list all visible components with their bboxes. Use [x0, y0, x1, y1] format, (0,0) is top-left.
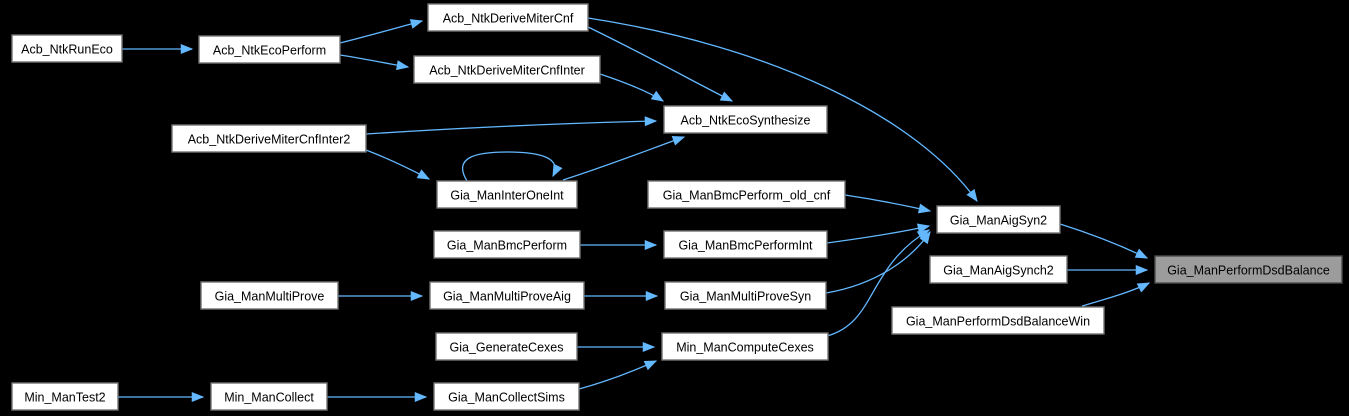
edge-gia-manaigsyn2-to-gia-manperformdsdbalance: [1059, 223, 1149, 259]
edge-acb-ntkderivemitercnf-to-gia-manaigsyn2: [587, 17, 978, 203]
node-label: Acb_NtkEcoPerform: [213, 44, 326, 58]
node-label: Gia_ManAigSynch2: [943, 264, 1054, 278]
edge-gia-maninteroneint-to-acb-ntkecosynthesize: [562, 136, 686, 181]
node-box: [171, 124, 367, 153]
node-gia-generatecexes[interactable]: Gia_GenerateCexes: [435, 332, 578, 361]
edge-gia-manperformdsdbalancewin-to-gia-manperformdsdbalance: [1081, 282, 1151, 307]
node-label: Min_ManTest2: [24, 391, 105, 405]
edges-layer: [118, 17, 1151, 402]
node-gia-manmultiprovesyn[interactable]: Gia_ManMultiProveSyn: [664, 281, 827, 310]
node-label: Gia_ManBmcPerform_old_cnf: [663, 189, 831, 203]
node-box: [200, 281, 339, 310]
edge-gia-manbmcperform-old-cnf-to-gia-manaigsyn2: [844, 194, 932, 214]
node-label: Acb_NtkDeriveMiterCnfInter: [429, 64, 585, 78]
node-box: [647, 180, 846, 209]
node-acb-ntkruneco[interactable]: Acb_NtkRunEco: [11, 34, 123, 63]
node-box: [661, 332, 829, 361]
node-gia-manmultiprove[interactable]: Gia_ManMultiProve: [200, 281, 339, 310]
node-label: Gia_ManMultiProveSyn: [680, 290, 811, 304]
edge-gia-manbmcperformint-to-gia-manaigsyn2: [826, 223, 931, 244]
node-label: Gia_ManInterOneInt: [450, 189, 564, 203]
node-label: Gia_ManBmcPerform: [447, 239, 567, 253]
node-gia-manperformdsdbalance: Gia_ManPerformDsdBalance: [1154, 255, 1343, 284]
node-gia-manaigsynch2[interactable]: Gia_ManAigSynch2: [929, 255, 1068, 284]
node-acb-ntkderivemitercnfinter2[interactable]: Acb_NtkDeriveMiterCnfInter2: [171, 124, 367, 153]
node-acb-ntkecosynthesize[interactable]: Acb_NtkEcoSynthesize: [663, 105, 828, 134]
edge-acb-ntkecoperform-to-acb-ntkderivemitercnfinter: [339, 54, 410, 71]
node-gia-manbmcperform[interactable]: Gia_ManBmcPerform: [433, 230, 581, 259]
node-box: [436, 180, 578, 209]
node-box: [936, 205, 1061, 234]
node-gia-manbmcperformint[interactable]: Gia_ManBmcPerformInt: [663, 230, 828, 259]
node-gia-maninteroneint[interactable]: Gia_ManInterOneInt: [436, 180, 578, 209]
node-box: [663, 230, 828, 259]
node-box: [210, 382, 328, 411]
edge-acb-ntkecoperform-to-acb-ntkderivemitercnf: [339, 19, 424, 44]
node-label: Gia_ManPerformDsdBalanceWin: [906, 315, 1090, 329]
edge-acb-ntkderivemitercnf-to-acb-ntkecosynthesize: [587, 26, 734, 102]
edge-acb-ntkderivemitercnfinter2-to-gia-maninteroneint: [365, 149, 431, 180]
edge-acb-ntkderivemitercnfinter-to-acb-ntkecosynthesize: [599, 73, 665, 102]
node-label: Gia_ManAigSyn2: [950, 214, 1047, 228]
node-box: [427, 3, 589, 32]
node-box: [1154, 255, 1343, 284]
node-label: Gia_ManPerformDsdBalance: [1167, 264, 1330, 278]
edge-min-mancomputecexes-to-gia-manaigsyn2: [826, 229, 931, 337]
node-box: [664, 281, 827, 310]
node-box: [929, 255, 1068, 284]
node-acb-ntkecoperform[interactable]: Acb_NtkEcoPerform: [198, 35, 341, 64]
node-label: Acb_NtkEcoSynthesize: [681, 114, 811, 128]
node-label: Gia_ManBmcPerformInt: [678, 239, 813, 253]
node-label: Acb_NtkDeriveMiterCnf: [443, 12, 574, 26]
node-gia-manbmcperform-old-cnf[interactable]: Gia_ManBmcPerform_old_cnf: [647, 180, 846, 209]
node-box: [433, 230, 581, 259]
node-label: Gia_GenerateCexes: [450, 341, 564, 355]
node-box: [891, 306, 1105, 335]
node-box: [413, 55, 601, 84]
node-min-mancomputecexes[interactable]: Min_ManComputeCexes: [661, 332, 829, 361]
edge-acb-ntkderivemitercnfinter2-to-acb-ntkecosynthesize: [365, 116, 658, 135]
node-gia-manperformdsdbalancewin[interactable]: Gia_ManPerformDsdBalanceWin: [891, 306, 1105, 335]
edge-gia-mancollectsims-to-min-mancomputecexes: [578, 360, 658, 390]
edge-gia-manmultiprovesyn-to-gia-manaigsyn2: [825, 230, 931, 294]
node-label: Gia_ManCollectSims: [448, 391, 565, 405]
node-label: Acb_NtkRunEco: [21, 43, 113, 57]
node-box: [663, 105, 828, 134]
node-box: [198, 35, 341, 64]
node-gia-manmultiproveaig[interactable]: Gia_ManMultiProveAig: [429, 281, 585, 310]
edge-gia-maninteroneint-to-gia-maninteroneint: [461, 151, 563, 182]
node-label: Acb_NtkDeriveMiterCnfInter2: [188, 133, 351, 147]
node-min-mancollect[interactable]: Min_ManCollect: [210, 382, 328, 411]
node-box: [429, 281, 585, 310]
node-min-mantest2[interactable]: Min_ManTest2: [11, 382, 119, 411]
node-box: [433, 382, 580, 411]
node-gia-manaigsyn2[interactable]: Gia_ManAigSyn2: [936, 205, 1061, 234]
node-acb-ntkderivemitercnfinter[interactable]: Acb_NtkDeriveMiterCnfInter: [413, 55, 601, 84]
node-acb-ntkderivemitercnf[interactable]: Acb_NtkDeriveMiterCnf: [427, 3, 589, 32]
node-box: [435, 332, 578, 361]
node-label: Min_ManComputeCexes: [676, 341, 814, 355]
node-box: [11, 34, 123, 63]
node-label: Min_ManCollect: [224, 391, 314, 405]
node-gia-mancollectsims[interactable]: Gia_ManCollectSims: [433, 382, 580, 411]
node-box: [11, 382, 119, 411]
node-label: Gia_ManMultiProveAig: [443, 290, 571, 304]
node-label: Gia_ManMultiProve: [215, 290, 325, 304]
